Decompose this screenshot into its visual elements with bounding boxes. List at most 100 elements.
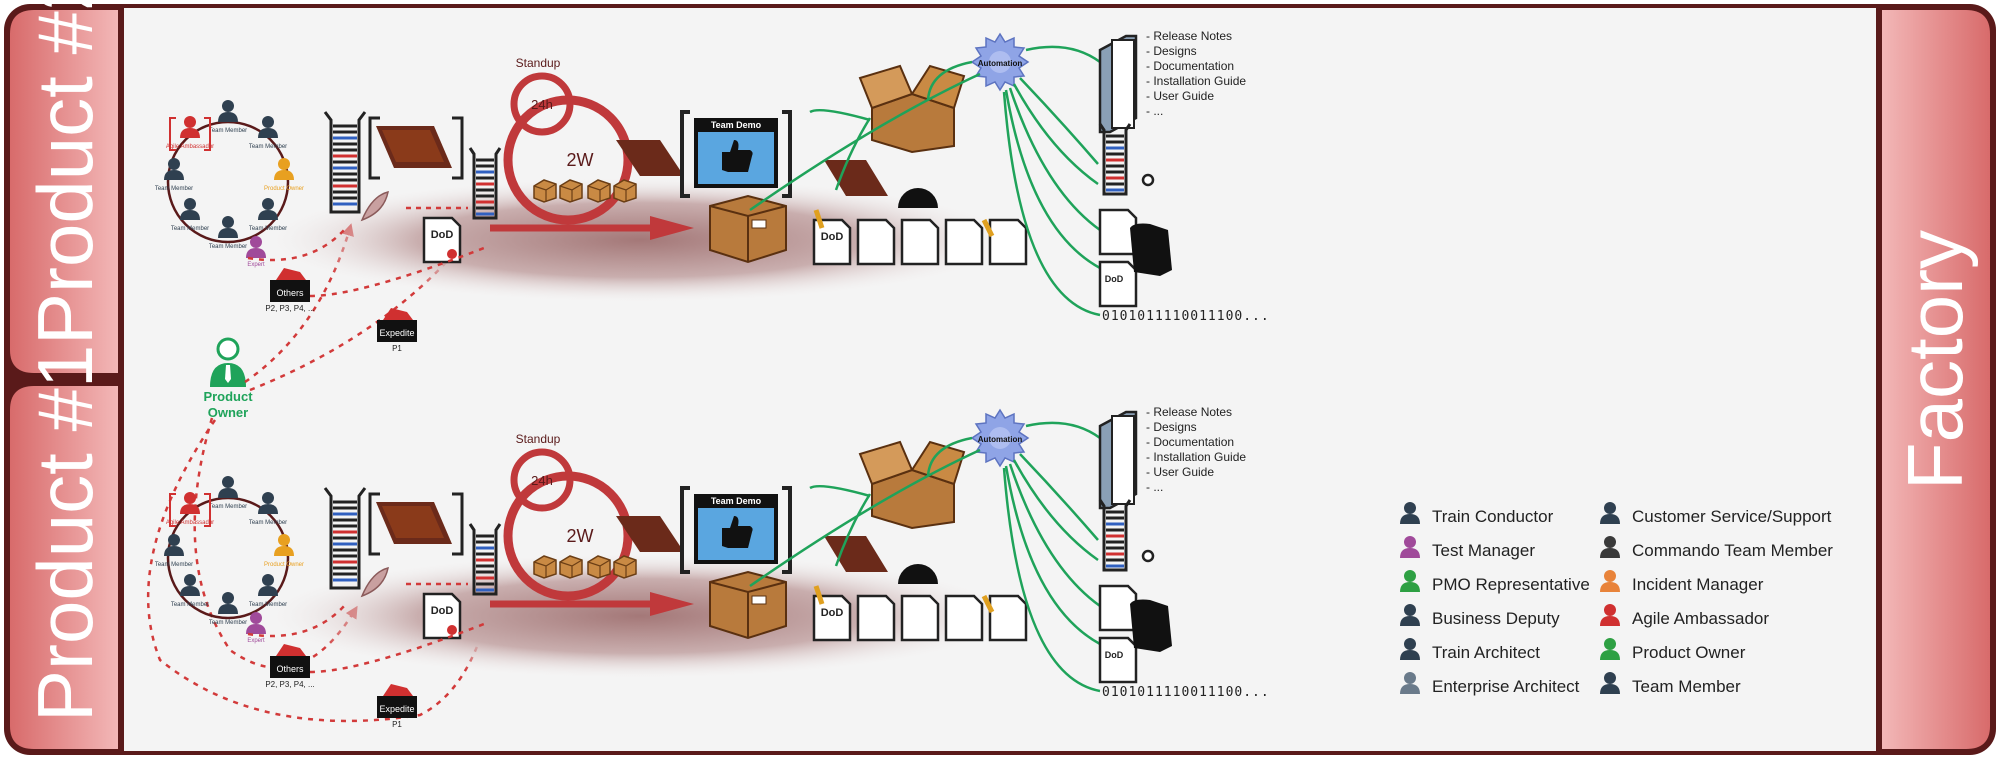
p2-team-caption: Team Member xyxy=(209,128,247,134)
legend-role-label: Customer Service/Support xyxy=(1632,507,1832,526)
p1-others-badge xyxy=(270,656,310,678)
p1-team-caption: Team Member xyxy=(249,520,287,526)
p2-automation-link xyxy=(1008,87,1101,232)
p2-automation-link xyxy=(926,60,973,101)
p1-release-box-flap-right xyxy=(910,440,966,486)
p2-binary-output: 0101011110011100... xyxy=(1102,309,1270,324)
p1-automation-link xyxy=(749,448,981,588)
p1-expedite-cards xyxy=(383,684,413,696)
p1-ambassador-bracket xyxy=(169,493,211,527)
product-owner-figure xyxy=(210,337,246,387)
legend-role-label: Train Architect xyxy=(1432,643,1540,662)
legend-role-label: Product Owner xyxy=(1632,643,1746,662)
p1-team-caption: Agile Ambassador xyxy=(166,520,214,526)
p2-work-item-box xyxy=(613,179,637,203)
p2-release-doc-item: - ... xyxy=(1146,104,1163,118)
p1-increment-box-edges xyxy=(709,581,787,638)
p1-sprint-label: 2W xyxy=(567,526,594,546)
p2-others-label: Others xyxy=(276,288,304,298)
p1-team-caption: Product Owner xyxy=(264,562,304,568)
p2-demo-bracket xyxy=(680,110,792,198)
p1-others-list: P2, P3, P4, ... xyxy=(265,680,314,689)
p2-dod-label-2: DoD xyxy=(821,231,844,243)
p1-dod-label: DoD xyxy=(431,605,454,617)
p2-automation-link xyxy=(809,109,871,122)
p2-standup-label: Standup xyxy=(516,56,561,70)
p1-work-item-box xyxy=(533,555,557,579)
p2-standup-loop xyxy=(510,72,574,136)
p2-people-doc-icon xyxy=(900,218,940,266)
p2-refinement-banner-inner xyxy=(382,130,444,162)
p1-demo-feedback-link xyxy=(834,493,872,567)
p2-pencil-icon xyxy=(813,209,825,229)
p1-standup-hours: 24h xyxy=(531,473,553,488)
p2-release-doc-item: - Documentation xyxy=(1146,59,1234,73)
p2-increment-arrowhead xyxy=(650,216,694,240)
p2-automation-link xyxy=(749,72,981,212)
p2-automation-label: Automation xyxy=(978,59,1023,68)
p2-expert-caption: Expert xyxy=(247,262,265,268)
p2-umbrella-doc-icon xyxy=(944,218,984,266)
legend-role-label: Enterprise Architect xyxy=(1432,677,1580,696)
p2-expedite-cards xyxy=(383,308,413,320)
product-owner-label-1: Product xyxy=(203,389,253,404)
p2-automation-link xyxy=(1012,83,1099,186)
p1-release-notes-page xyxy=(1111,415,1135,505)
p2-dod-seal xyxy=(447,249,457,259)
p1-standup-loop xyxy=(510,448,574,512)
p2-release-doc-item: - User Guide xyxy=(1146,89,1214,103)
p2-sprint-label: 2W xyxy=(567,150,594,170)
p1-product-backlog xyxy=(323,486,367,590)
p2-team-caption: Agile Ambassador xyxy=(166,144,214,150)
legend-role-label: Team Member xyxy=(1632,677,1741,696)
p1-team-caption: Team Member xyxy=(249,602,287,608)
product-owner-label-2: Owner xyxy=(208,405,248,420)
p2-automation-link xyxy=(1004,89,1101,270)
p2-others-badge xyxy=(270,280,310,302)
p1-team-caption: Team Member xyxy=(155,562,193,568)
p2-team-caption: Team Member xyxy=(171,226,209,232)
p1-automation-link xyxy=(1004,465,1101,646)
p2-team-caption: Team Member xyxy=(155,186,193,192)
p1-demo-bracket xyxy=(680,486,792,574)
p1-expedite-badge xyxy=(377,696,417,718)
p1-increment-arrowhead xyxy=(650,592,694,616)
p1-thumbs-up-icon xyxy=(722,516,753,548)
p2-team-circle xyxy=(166,120,290,244)
p2-camera-icon xyxy=(1141,173,1155,187)
p2-release-notes-page xyxy=(1111,39,1135,129)
p2-increment-box-edges xyxy=(709,205,787,262)
p1-others-cards xyxy=(276,644,306,656)
p2-ambassador-bracket xyxy=(169,117,211,151)
p1-review-banner xyxy=(616,516,684,552)
p1-team-caption: Team Member xyxy=(209,620,247,626)
p1-release-doc-item: - Designs xyxy=(1146,420,1197,434)
p2-dod-factory-label: DoD xyxy=(1105,274,1124,284)
p2-others-link xyxy=(309,246,485,298)
p2-release-doc-item: - Designs xyxy=(1146,44,1197,58)
p2-velocity-gauge-icon xyxy=(898,188,938,208)
p1-automation-link xyxy=(926,436,973,477)
p1-automation-link xyxy=(1012,459,1099,562)
p1-dod-factory-doc-icon xyxy=(1098,636,1138,684)
p1-people-doc-icon xyxy=(900,594,940,642)
p2-release-banner xyxy=(824,160,888,196)
p2-expert-link xyxy=(247,227,347,262)
p1-expert-caption: Expert xyxy=(247,638,265,644)
p1-standup-label: Standup xyxy=(516,432,561,446)
p2-automation-link xyxy=(1002,91,1101,317)
legend-role-label: Commando Team Member xyxy=(1632,541,1833,560)
p1-automation-link xyxy=(1025,421,1101,440)
p2-standup-hours: 24h xyxy=(531,97,553,112)
p2-expedite-badge xyxy=(377,320,417,342)
p1-expedite-p: P1 xyxy=(392,720,402,729)
p1-release-doc-item: - Documentation xyxy=(1146,435,1234,449)
p1-terminal-icon xyxy=(1130,599,1172,652)
p1-automation-link xyxy=(1008,463,1101,608)
p2-factory-backlog xyxy=(1098,122,1132,196)
p1-work-item-box xyxy=(559,555,583,579)
legend-role-label: Incident Manager xyxy=(1632,575,1764,594)
p1-automation-link xyxy=(1019,453,1099,541)
p1-automation-link xyxy=(809,485,871,498)
